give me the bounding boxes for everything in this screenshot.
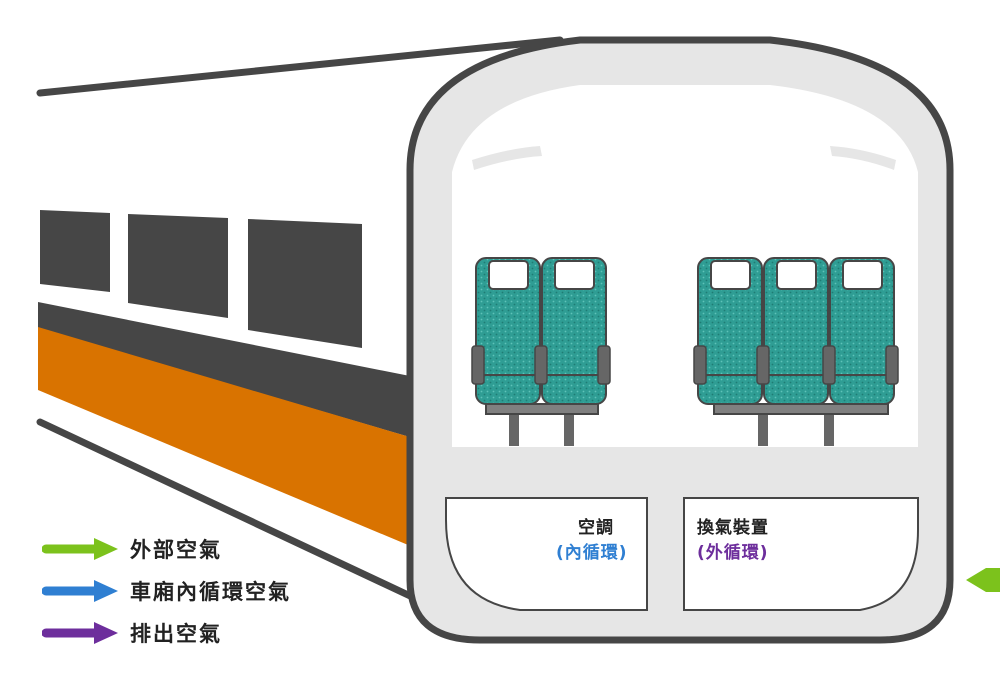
purple-arrow-icon bbox=[42, 622, 118, 644]
legend-label: 車廂內循環空氣 bbox=[130, 580, 291, 604]
ventilation-unit-title: 換氣裝置 bbox=[697, 518, 769, 538]
legend-label: 外部空氣 bbox=[130, 538, 222, 562]
ceiling-vent-right bbox=[830, 146, 896, 170]
legend: 外部空氣 車廂內循環空氣 排出空氣 bbox=[42, 528, 291, 654]
roof-line bbox=[36, 36, 564, 97]
ac-unit-box bbox=[445, 497, 648, 611]
ceiling-vent-left bbox=[472, 146, 542, 170]
armrest bbox=[534, 345, 548, 385]
armrest bbox=[756, 345, 770, 385]
seat-leg bbox=[564, 410, 574, 446]
ac-unit-title: 空調 bbox=[578, 518, 614, 538]
train-side bbox=[36, 36, 564, 614]
seat bbox=[763, 257, 829, 405]
window bbox=[40, 210, 110, 292]
window bbox=[128, 214, 228, 318]
ventilation-unit-box bbox=[683, 497, 919, 611]
seat-leg bbox=[824, 410, 834, 446]
dark-stripe bbox=[38, 302, 420, 440]
seat-row-left bbox=[471, 257, 611, 446]
seat bbox=[471, 257, 541, 405]
seat-leg bbox=[509, 410, 519, 446]
orange-stripe bbox=[38, 327, 420, 550]
window bbox=[248, 219, 362, 348]
green-arrow-icon bbox=[42, 538, 118, 560]
legend-item-outside-air: 外部空氣 bbox=[42, 528, 291, 570]
legend-label: 排出空氣 bbox=[130, 622, 222, 646]
seat bbox=[829, 257, 899, 405]
blue-arrow-icon bbox=[42, 580, 118, 602]
seat-leg bbox=[758, 410, 768, 446]
floor-line bbox=[36, 418, 444, 614]
seat bbox=[541, 257, 611, 405]
armrest bbox=[822, 345, 836, 385]
seat-base bbox=[713, 403, 889, 415]
ventilation-unit-subtitle: (外循環) bbox=[697, 543, 769, 563]
legend-item-exhaust-air: 排出空氣 bbox=[42, 612, 291, 654]
outside-air-inlet-arrow-icon bbox=[966, 568, 1000, 592]
seat bbox=[693, 257, 763, 405]
seat-row-right bbox=[693, 257, 899, 446]
ac-unit-subtitle: (內循環) bbox=[556, 543, 628, 563]
legend-item-recirculated-air: 車廂內循環空氣 bbox=[42, 570, 291, 612]
seat-base bbox=[485, 403, 599, 415]
